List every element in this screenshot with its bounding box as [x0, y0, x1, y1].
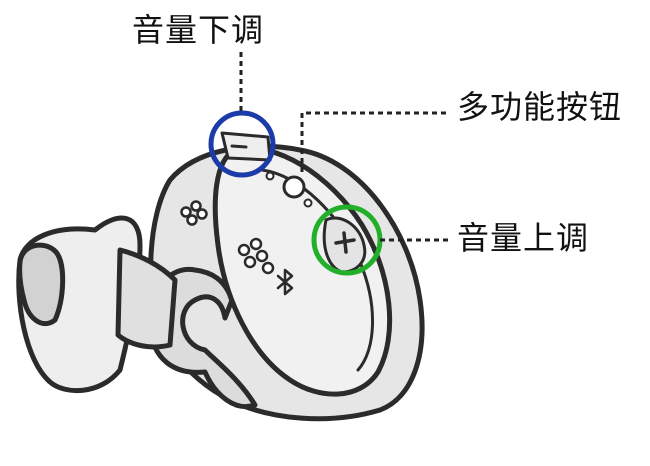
leader-lines: [239, 52, 448, 242]
leader-multi-function: [300, 111, 448, 172]
outer-face: [212, 145, 393, 397]
mic-hole-bottom: [303, 198, 313, 208]
earbud: [16, 131, 425, 422]
volume-down-label: 音量下调: [132, 11, 265, 49]
minus-icon: [230, 144, 248, 149]
mic-hole-top: [265, 171, 275, 181]
volume-up-label: 音量上调: [457, 219, 590, 257]
volume-down-ring: [208, 110, 276, 178]
plus-icon: [334, 231, 356, 254]
ear-tip-opening: [17, 242, 66, 327]
bluetooth-icon: [276, 268, 294, 296]
multi-function-label: 多功能按钮: [457, 88, 623, 126]
nozzle: [115, 247, 178, 350]
grille-top: [180, 200, 208, 226]
grille-bottom: [237, 237, 275, 275]
multi-function-button[interactable]: [282, 175, 306, 199]
